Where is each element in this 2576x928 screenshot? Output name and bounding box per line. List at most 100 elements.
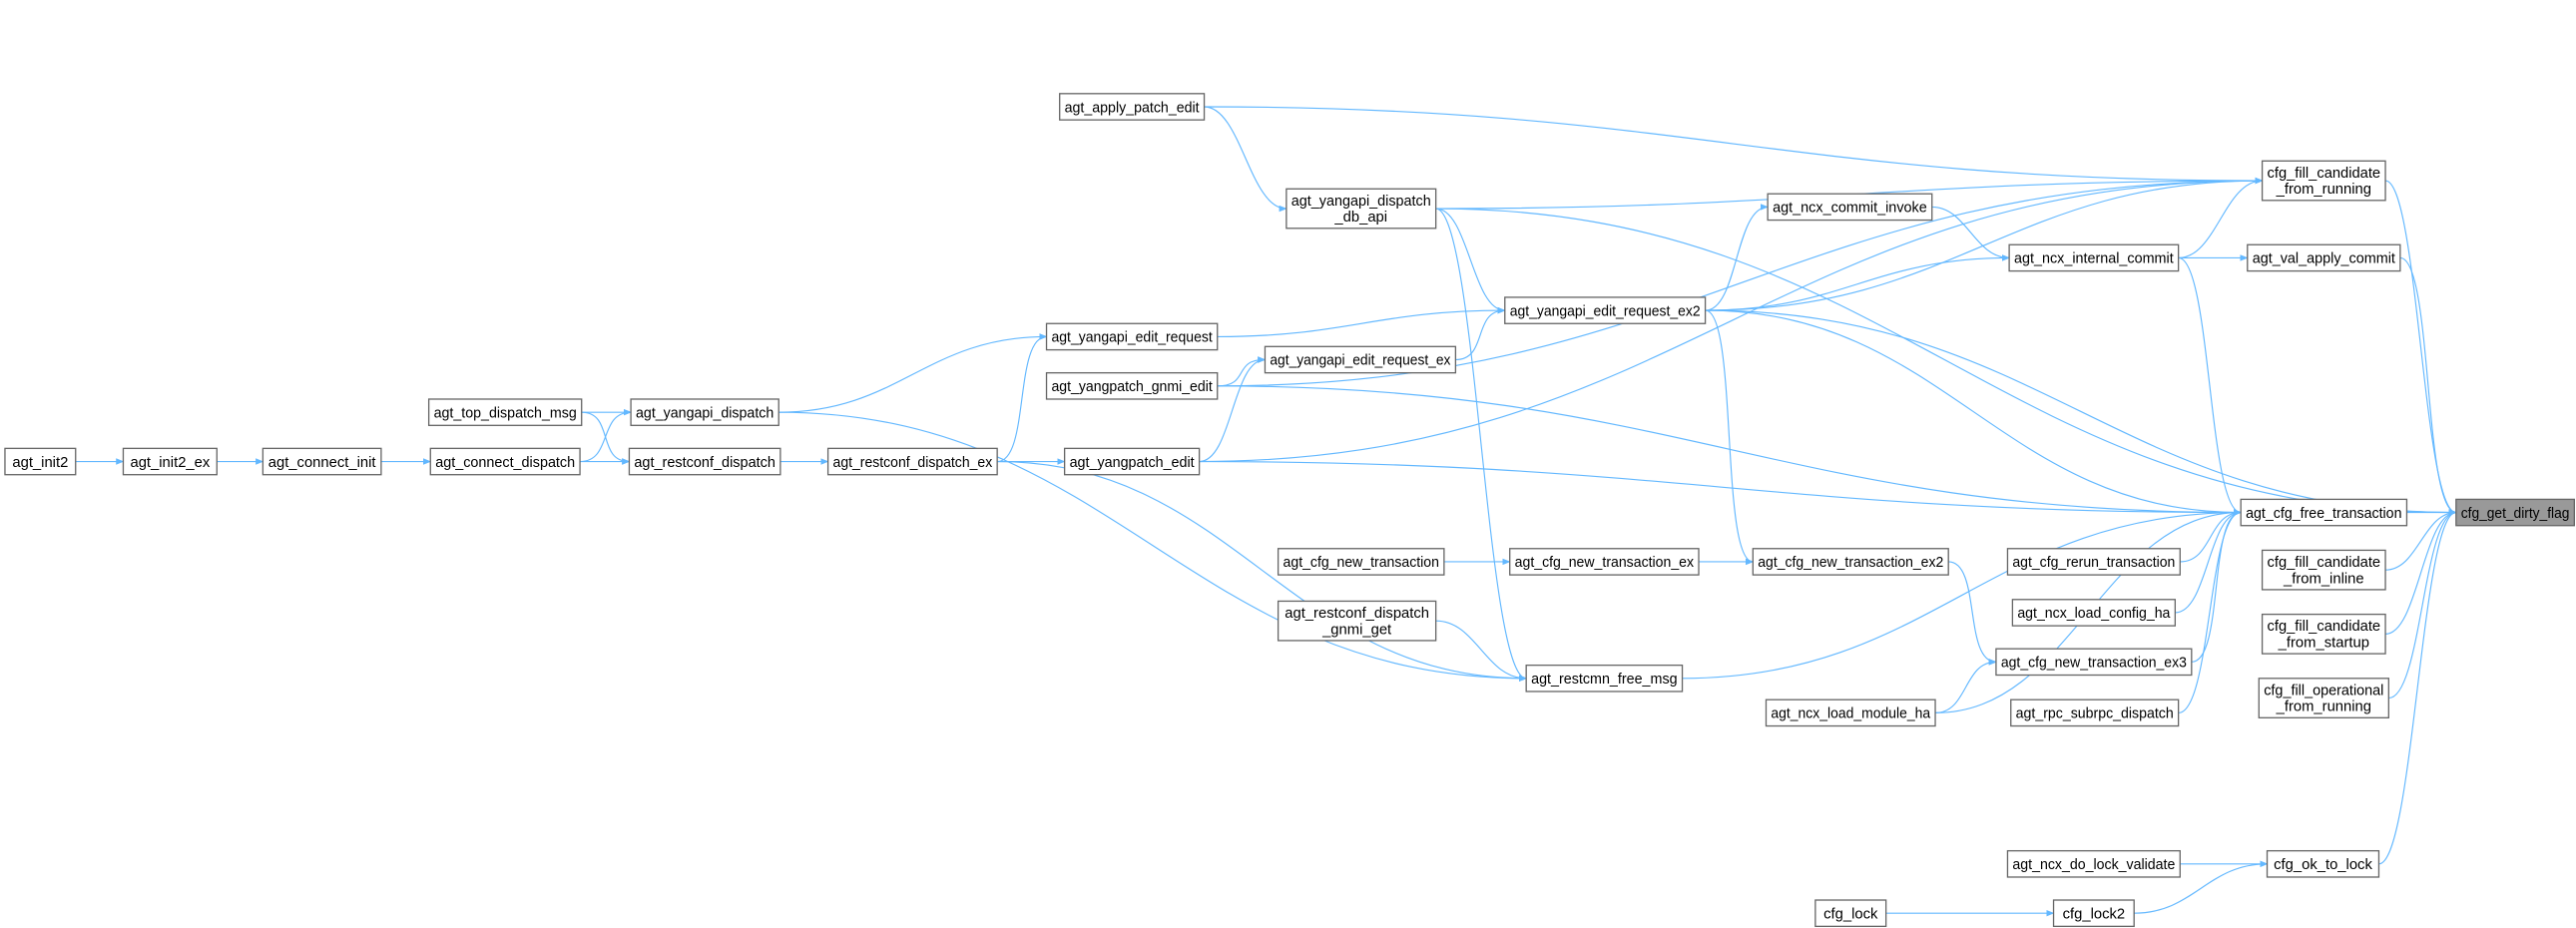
node-agt-ncx-load-module-ha[interactable]: agt_ncx_load_module_ha (1765, 698, 1936, 727)
node-box (1765, 698, 1936, 727)
node-agt-yangapi-edit-request-ex[interactable]: agt_yangapi_edit_request_ex (1264, 345, 1457, 374)
node-box (1277, 548, 1445, 576)
node-cfg-fill-candidate-from-inline[interactable]: cfg_fill_candidate_from_inline (2261, 549, 2386, 591)
node-agt-ncx-internal-commit[interactable]: agt_ncx_internal_commit (2008, 243, 2180, 272)
node-agt-top-dispatch-msg[interactable]: agt_top_dispatch_msg (427, 398, 583, 426)
node-label: agt_yangapi_edit_request (1051, 330, 1212, 346)
node-agt-cfg-rerun-transaction[interactable]: agt_cfg_rerun_transaction (2006, 548, 2181, 576)
edge-agt_ncx_internal_commit-to-agt_cfg_free_transaction (2178, 256, 2242, 516)
node-label: cfg_lock2 (2063, 906, 2126, 922)
edge-agt_yangapi_edit_request_ex2-to-cfg_fill_candidate_from_running (1705, 177, 2264, 311)
edge-agt_apply_patch_edit-to-agt_yangapi_dispatch_db_api (1204, 106, 1288, 213)
node-label: agt_yangapi_edit_request_ex (1270, 353, 1451, 369)
node-label: agt_apply_patch_edit (1065, 100, 1200, 116)
node-agt-yangapi-dispatch-db-api[interactable]: agt_yangapi_dispatch_db_api (1286, 188, 1437, 230)
node-box (1767, 193, 1933, 222)
node-agt-apply-patch-edit[interactable]: agt_apply_patch_edit (1059, 93, 1206, 121)
edge-agt_yangapi_edit_request-to-agt_yangapi_edit_request_ex2 (1217, 306, 1506, 338)
node-label: _from_startup (2278, 636, 2369, 652)
node-label: _from_inline (2283, 571, 2364, 587)
node-agt-ncx-do-lock-validate[interactable]: agt_ncx_do_lock_validate (2006, 849, 2181, 878)
node-agt-yangpatch-edit[interactable]: agt_yangpatch_edit (1063, 447, 1201, 476)
node-agt-cfg-free-transaction[interactable]: agt_cfg_free_transaction (2240, 498, 2408, 527)
node-box (2240, 498, 2408, 527)
node-agt-init2-ex[interactable]: agt_init2_ex (122, 447, 218, 476)
node-cfg-fill-candidate-from-running[interactable]: cfg_fill_candidate_from_running (2261, 160, 2386, 202)
node-agt-restconf-dispatch-ex[interactable]: agt_restconf_dispatch_ex (826, 447, 998, 476)
node-label: agt_top_dispatch_msg (434, 405, 577, 421)
node-agt-yangapi-edit-request-ex2[interactable]: agt_yangapi_edit_request_ex2 (1504, 296, 1707, 324)
node-agt-cfg-new-transaction-ex[interactable]: agt_cfg_new_transaction_ex (1509, 548, 1700, 576)
node-label: agt_rpc_subrpc_dispatch (2016, 706, 2174, 722)
node-label: agt_cfg_new_transaction_ex (1515, 555, 1695, 571)
edge-cfg_fill_candidate_from_running-to-cfg_get_dirty_flag (2384, 180, 2457, 516)
edge-agt_yangapi_edit_request_ex2-to-agt_cfg_new_transaction_ex2 (1705, 309, 1755, 566)
node-agt-restconf-dispatch[interactable]: agt_restconf_dispatch (628, 447, 781, 476)
edge-agt_yangapi_dispatch_db_api-to-agt_restcmn_free_msg (1435, 208, 1527, 682)
node-box (1995, 648, 2193, 677)
node-box (2010, 698, 2180, 727)
node-box (628, 447, 781, 476)
node-box (2008, 243, 2180, 272)
node-cfg-lock2[interactable]: cfg_lock2 (2052, 899, 2135, 928)
node-label: agt_ncx_load_config_ha (2017, 606, 2171, 622)
node-cfg-fill-candidate-from-startup[interactable]: cfg_fill_candidate_from_startup (2261, 613, 2386, 655)
edge-agt_yangpatch_gnmi_edit-to-agt_cfg_free_transaction (1217, 385, 2242, 516)
node-cfg-fill-operational-from-running[interactable]: cfg_fill_operational_from_running (2258, 678, 2389, 718)
node-label: cfg_fill_operational (2264, 683, 2383, 698)
edge-agt_cfg_new_transaction_ex2-to-agt_cfg_new_transaction_ex3 (1948, 561, 1997, 666)
node-label: agt_cfg_rerun_transaction (2012, 555, 2175, 571)
node-box (2261, 613, 2386, 655)
edge-agt_rpc_subrpc_dispatch-to-agt_cfg_free_transaction (2178, 509, 2242, 713)
node-label: agt_ncx_commit_invoke (1773, 201, 1927, 217)
edge-agt_restconf_dispatch_gnmi_get-to-agt_restcmn_free_msg (1435, 620, 1527, 683)
node-label: agt_cfg_new_transaction_ex2 (1758, 555, 1943, 571)
node-agt-cfg-new-transaction-ex3[interactable]: agt_cfg_new_transaction_ex3 (1995, 648, 2193, 677)
node-box (2006, 849, 2181, 878)
edge-agt_yangapi_edit_request_ex2-to-agt_ncx_internal_commit (1705, 254, 2010, 311)
node-box (122, 447, 218, 476)
edge-cfg_fill_operational_from_running-to-cfg_get_dirty_flag (2388, 509, 2457, 699)
node-label: agt_connect_init (268, 455, 376, 471)
node-agt-ncx-load-config-ha[interactable]: agt_ncx_load_config_ha (2011, 599, 2177, 627)
edge-agt_apply_patch_edit-to-cfg_fill_candidate_from_running (1204, 106, 2264, 185)
node-agt-cfg-new-transaction[interactable]: agt_cfg_new_transaction (1277, 548, 1445, 576)
node-box (2261, 549, 2386, 591)
node-box (2258, 678, 2389, 718)
node-label: _gnmi_get (1321, 622, 1391, 638)
node-box (1286, 188, 1437, 230)
node-agt-yangapi-edit-request[interactable]: agt_yangapi_edit_request (1045, 322, 1219, 351)
node-agt-yangapi-dispatch[interactable]: agt_yangapi_dispatch (630, 398, 779, 426)
node-label: agt_cfg_new_transaction_ex3 (2001, 656, 2187, 672)
node-label: agt_ncx_do_lock_validate (2012, 857, 2175, 873)
edge-agt_restconf_dispatch_ex-to-agt_restcmn_free_msg (997, 460, 1527, 683)
edge-cfg_fill_candidate_from_startup-to-cfg_get_dirty_flag (2384, 509, 2457, 635)
node-label: agt_cfg_free_transaction (2246, 506, 2401, 522)
node-agt-val-apply-commit[interactable]: agt_val_apply_commit (2247, 243, 2401, 272)
node-label: agt_yangapi_dispatch (1291, 194, 1431, 210)
node-cfg-ok-to-lock[interactable]: cfg_ok_to_lock (2266, 849, 2380, 878)
edge-agt_yangpatch_edit-to-agt_yangapi_edit_request_ex (1199, 356, 1267, 463)
node-box (4, 447, 77, 476)
node-agt-init2[interactable]: agt_init2 (4, 447, 77, 476)
node-agt-connect-dispatch[interactable]: agt_connect_dispatch (429, 447, 581, 476)
node-box (1525, 664, 1684, 693)
node-box (1063, 447, 1201, 476)
node-agt-cfg-new-transaction-ex2[interactable]: agt_cfg_new_transaction_ex2 (1752, 548, 1949, 576)
edge-agt_yangpatch_edit-to-agt_cfg_free_transaction (1199, 460, 2242, 516)
node-label: agt_cfg_new_transaction (1284, 555, 1439, 571)
node-box (2011, 599, 2177, 627)
node-agt-ncx-commit-invoke[interactable]: agt_ncx_commit_invoke (1767, 193, 1933, 222)
node-agt-yangpatch-gnmi-edit[interactable]: agt_yangpatch_gnmi_edit (1045, 371, 1219, 400)
node-cfg-lock[interactable]: cfg_lock (1814, 899, 1887, 928)
node-box (1504, 296, 1707, 324)
edge-agt_yangapi_dispatch-to-agt_yangapi_edit_request (778, 333, 1048, 413)
node-label: cfg_lock (1823, 906, 1878, 922)
node-cfg-get-dirty-flag[interactable]: cfg_get_dirty_flag (2455, 498, 2575, 527)
node-agt-restcmn-free-msg[interactable]: agt_restcmn_free_msg (1525, 664, 1684, 693)
node-agt-rpc-subrpc-dispatch[interactable]: agt_rpc_subrpc_dispatch (2010, 698, 2180, 727)
node-agt-connect-init[interactable]: agt_connect_init (261, 447, 382, 476)
node-label: cfg_fill_candidate (2268, 619, 2381, 635)
node-agt-restconf-dispatch-gnmi-get[interactable]: agt_restconf_dispatch_gnmi_get (1277, 600, 1437, 642)
edge-agt_yangapi_edit_request_ex2-to-agt_ncx_commit_invoke (1705, 204, 1769, 311)
